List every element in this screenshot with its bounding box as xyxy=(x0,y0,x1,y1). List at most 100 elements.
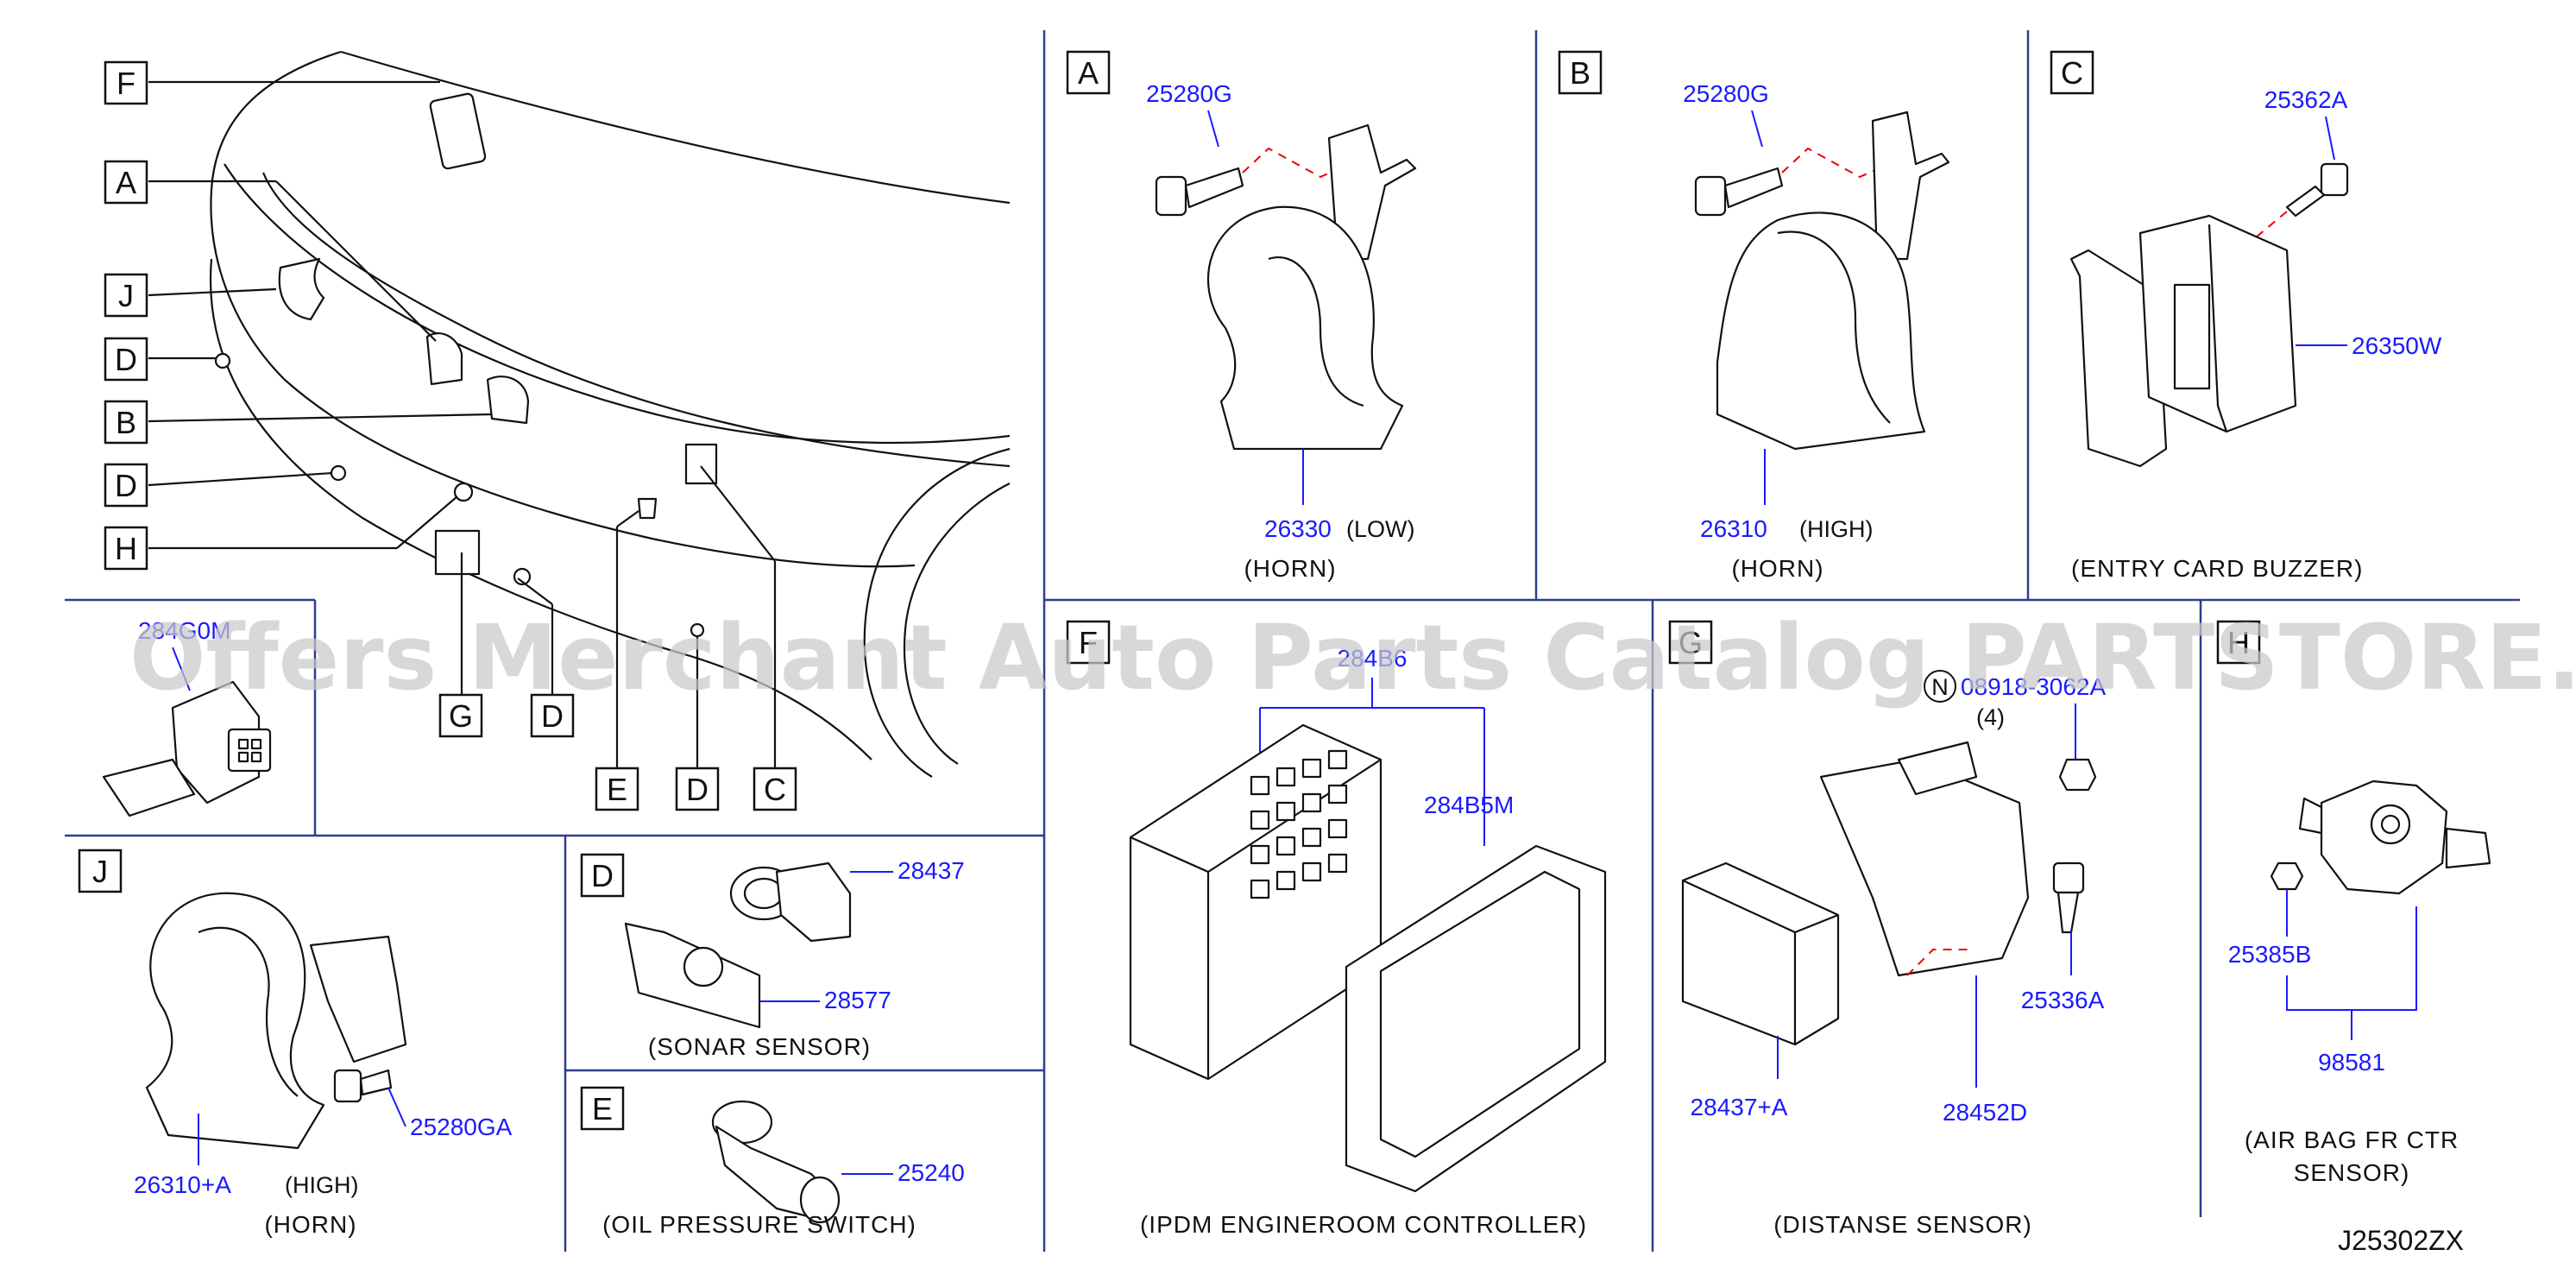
nut-icon xyxy=(2058,758,2097,792)
screw-icon xyxy=(2285,162,2349,218)
oil-switch-mini xyxy=(637,497,658,520)
part-25362a[interactable]: 25362A xyxy=(2264,86,2348,113)
part-25280ga[interactable]: 25280GA xyxy=(410,1114,513,1140)
section-g-distance-sensor: G N 08918-3062A (4) 25336A 28437+A 28452… xyxy=(1668,620,2106,1238)
part-25336a[interactable]: 25336A xyxy=(2021,987,2105,1013)
bolt-icon xyxy=(2052,861,2085,894)
part-25280g-b[interactable]: 25280G xyxy=(1683,80,1769,107)
fuse-grid xyxy=(1250,749,1348,899)
note-high: (HIGH) xyxy=(1799,516,1873,542)
part-28437-a[interactable]: 28437+A xyxy=(1691,1094,1788,1120)
svg-text:H: H xyxy=(2227,625,2250,660)
callout-h[interactable]: H xyxy=(104,526,148,571)
callout-f[interactable]: F xyxy=(104,60,148,105)
svg-text:B: B xyxy=(116,405,136,440)
svg-text:D: D xyxy=(686,772,709,807)
svg-text:D: D xyxy=(541,698,564,734)
horn-j-icon xyxy=(145,892,325,1150)
part-26350w[interactable]: 26350W xyxy=(2352,332,2442,359)
bolt-icon xyxy=(1694,167,1784,217)
callout-e[interactable]: E xyxy=(595,767,639,811)
watermark-text: Offers Merchant Auto Parts Catalog PARTS… xyxy=(129,605,2576,710)
part-25280g-a[interactable]: 25280G xyxy=(1146,80,1232,107)
part-284g0m[interactable]: 284G0M xyxy=(138,617,230,644)
section-a-label[interactable]: A xyxy=(1066,50,1111,95)
section-e-oil-pressure-switch: E 25240 (OIL PRESSURE SWITCH) xyxy=(580,1086,965,1238)
callout-d1[interactable]: D xyxy=(104,337,148,382)
part-26330[interactable]: 26330 xyxy=(1264,515,1332,542)
nut-icon xyxy=(2270,861,2304,891)
part-28437[interactable]: 28437 xyxy=(898,857,965,884)
svg-text:H: H xyxy=(115,531,137,566)
callout-j[interactable]: J xyxy=(104,273,148,318)
nut-quantity: (4) xyxy=(1976,704,2005,730)
diagram-code: J25302ZX xyxy=(2338,1225,2464,1256)
distance-sensor-icon xyxy=(1681,861,1840,1046)
buzzer-connector xyxy=(2173,283,2211,390)
bolt-icon xyxy=(1155,167,1244,217)
part-25385b[interactable]: 25385B xyxy=(2228,941,2312,968)
part-26310[interactable]: 26310 xyxy=(1700,515,1767,542)
svg-text:C: C xyxy=(764,772,786,807)
callout-d3[interactable]: D xyxy=(530,693,575,738)
section-h-label[interactable]: H xyxy=(2216,620,2261,665)
caption-horn-a: (HORN) xyxy=(1244,555,1336,582)
caption-sonar-sensor: (SONAR SENSOR) xyxy=(648,1033,871,1060)
nut-standard-icon: N xyxy=(1924,670,1956,703)
svg-text:D: D xyxy=(115,468,137,503)
part-08918-3062a[interactable]: 08918-3062A xyxy=(1961,673,2106,700)
section-j-label[interactable]: J xyxy=(78,849,123,893)
buzzer-bracket xyxy=(2069,249,2168,468)
section-e-label[interactable]: E xyxy=(580,1086,625,1131)
air-bag-sensor-mini xyxy=(453,482,474,502)
part-28452d[interactable]: 28452D xyxy=(1943,1099,2027,1126)
section-j-horn: J 26310+A (HIGH) 25280GA (HORN) xyxy=(78,849,513,1238)
caption-entry-card-buzzer: (ENTRY CARD BUZZER) xyxy=(2071,555,2363,582)
part-28577[interactable]: 28577 xyxy=(824,987,891,1013)
ipdm-mini xyxy=(684,443,718,485)
section-f-label[interactable]: F xyxy=(1066,620,1111,665)
section-h-air-bag-sensor: H 25385B 98581 (AIR BAG FR CTR SENSOR) xyxy=(2216,620,2491,1186)
callout-g[interactable]: G xyxy=(438,693,483,738)
caption-horn-b: (HORN) xyxy=(1731,555,1823,582)
horn-low-icon xyxy=(1206,205,1404,451)
part-98581[interactable]: 98581 xyxy=(2318,1049,2385,1076)
part-284b6[interactable]: 284B6 xyxy=(1338,645,1408,672)
caption-ipdm: (IPDM ENGINEROOM CONTROLLER) xyxy=(1140,1211,1587,1238)
section-b-label[interactable]: B xyxy=(1558,50,1603,95)
svg-text:D: D xyxy=(115,342,137,377)
horn-high-icon xyxy=(1716,211,1926,451)
sensor-d3-mini xyxy=(513,567,532,586)
section-d-label[interactable]: D xyxy=(580,853,625,898)
callout-b[interactable]: B xyxy=(104,400,148,445)
callout-c[interactable]: C xyxy=(753,767,797,811)
section-c-entry-card-buzzer: C 25362A 26350W (ENTRY CARD BUZZER) xyxy=(2050,50,2442,582)
callout-d4[interactable]: D xyxy=(675,767,720,811)
caption-oil-pressure-switch: (OIL PRESSURE SWITCH) xyxy=(602,1211,916,1238)
svg-text:F: F xyxy=(117,66,135,101)
part-284b5m[interactable]: 284B5M xyxy=(1424,792,1514,818)
horn-j-bracket xyxy=(309,935,407,1063)
svg-text:J: J xyxy=(118,278,134,313)
sensor-d1-mini xyxy=(214,352,231,369)
svg-text:A: A xyxy=(1078,55,1099,91)
section-g-left: 284G0M xyxy=(102,617,272,817)
svg-text:C: C xyxy=(2061,55,2083,91)
part-25240[interactable]: 25240 xyxy=(898,1159,965,1186)
caption-horn-j: (HORN) xyxy=(264,1211,356,1238)
section-g-label[interactable]: G xyxy=(1668,620,1713,665)
section-c-label[interactable]: C xyxy=(2050,50,2094,95)
section-d-sonar-sensor: D 28437 28577 (SONAR SENSOR) xyxy=(580,853,965,1060)
svg-text:G: G xyxy=(1678,625,1703,660)
part-26310-a[interactable]: 26310+A xyxy=(134,1171,231,1198)
callout-d2[interactable]: D xyxy=(104,463,148,508)
callout-a[interactable]: A xyxy=(104,160,148,205)
sensor-d2-mini xyxy=(330,464,347,482)
svg-text:F: F xyxy=(1079,625,1098,660)
sensor-d4-mini xyxy=(690,622,705,638)
vehicle-overview: F A J D B D H G D E D C xyxy=(104,50,1011,811)
svg-text:E: E xyxy=(592,1091,613,1126)
caption-air-bag-sensor-2: SENSOR) xyxy=(2294,1159,2410,1186)
section-a-horn-low: A 25280G 26330 (LOW) (HORN) xyxy=(1066,50,1417,582)
